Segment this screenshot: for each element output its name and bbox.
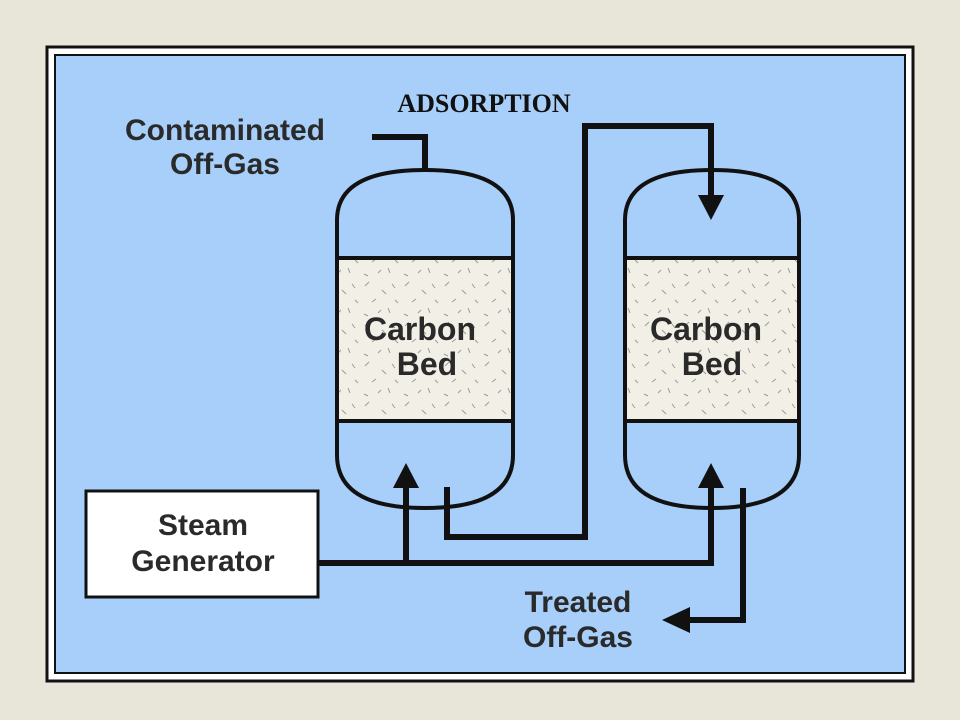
steam-arrow-bed1 — [393, 463, 419, 488]
crossover-pipe — [444, 123, 714, 540]
steam-label-line2: Generator — [131, 545, 275, 578]
outlet-label-line1: Treated — [525, 586, 632, 619]
steam-label-line1: Steam — [158, 509, 248, 542]
inlet-label-line2: Off-Gas — [170, 148, 280, 181]
steam-line — [318, 485, 714, 566]
steam-generator-box — [84, 489, 320, 599]
outlet-label-line2: Off-Gas — [523, 621, 633, 654]
bed1-label-line2: Bed — [397, 346, 457, 382]
crossover-pipe-arrow-head — [698, 195, 724, 220]
bed2-label-line1: Carbon — [650, 311, 762, 347]
bed2-label-line2: Bed — [682, 346, 742, 382]
outlet-arrow-head — [662, 607, 690, 633]
bed1-label-line1: Carbon — [364, 311, 476, 347]
inlet-label-line1: Contaminated — [125, 114, 325, 147]
outlet-pipe — [680, 488, 746, 623]
carbon-bed-vessel-1 — [335, 167, 515, 511]
steam-arrow-bed2 — [698, 463, 724, 488]
diagram-title: ADSORPTION — [397, 89, 571, 118]
